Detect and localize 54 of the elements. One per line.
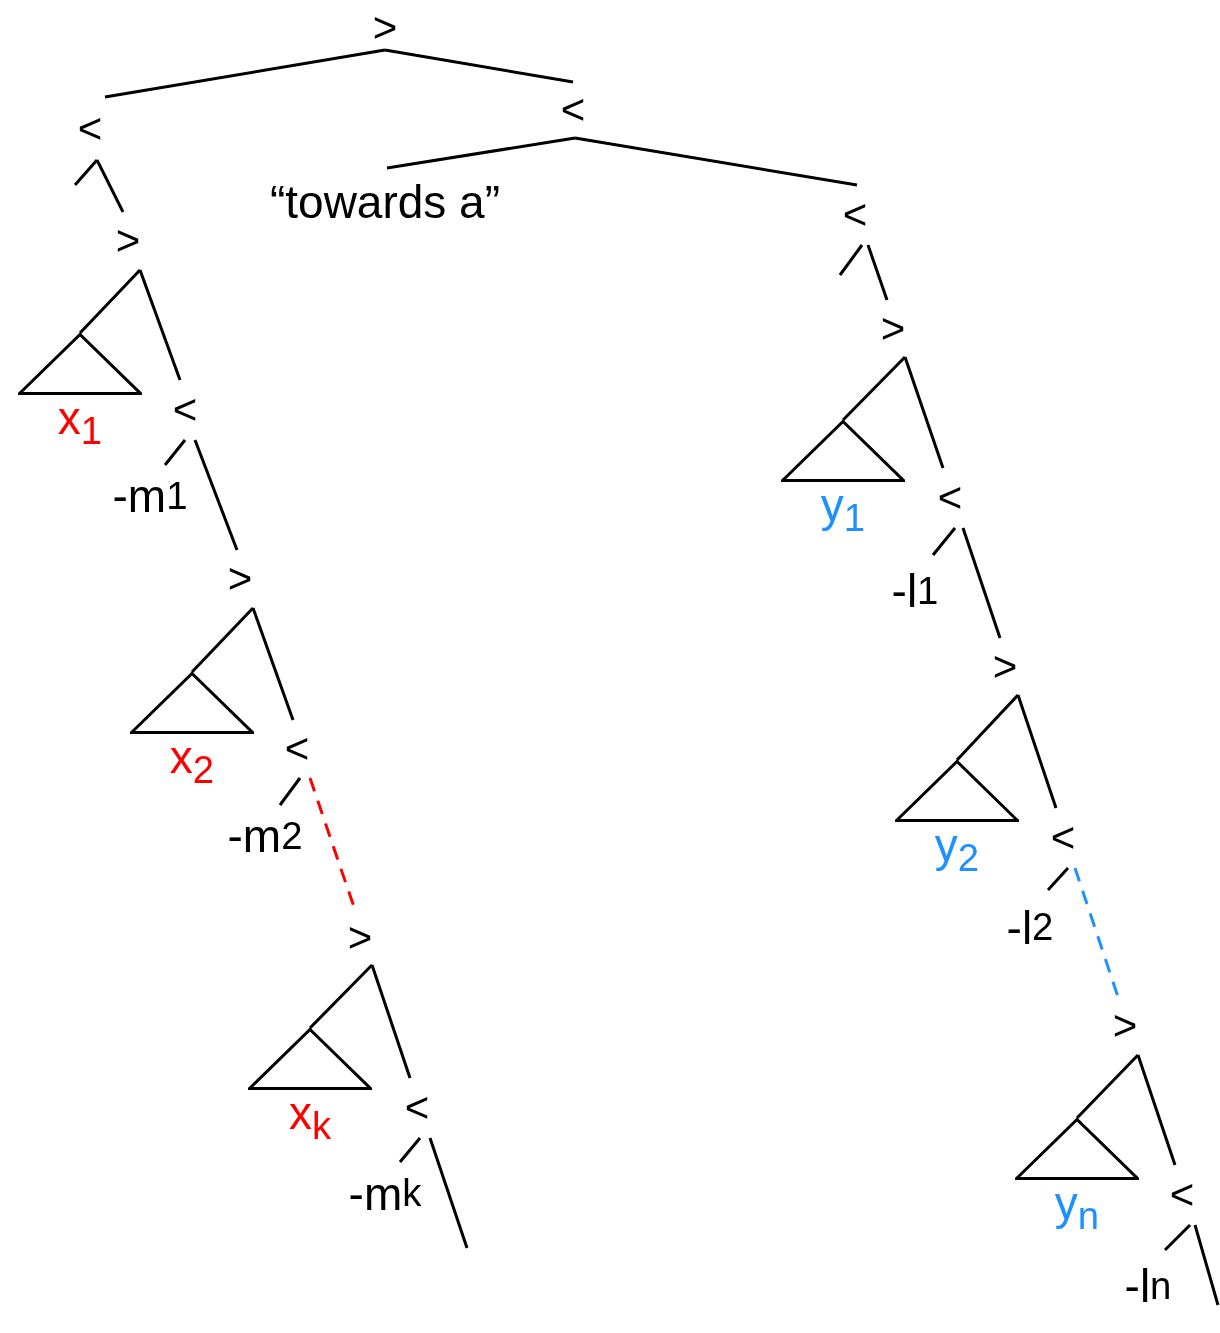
branch-line <box>398 1137 422 1163</box>
branch-line <box>384 48 574 84</box>
branch-line <box>1046 867 1070 891</box>
branch-line <box>1136 1054 1177 1166</box>
dashed-branch-line <box>1073 867 1120 998</box>
subtree-label: y$_{2}$ <box>933 822 981 878</box>
branch-line <box>838 244 864 276</box>
branch-line <box>1016 694 1058 809</box>
node-symbol: > <box>106 212 150 270</box>
node-symbol: < <box>275 720 319 778</box>
node-label: “towards a” <box>230 168 540 235</box>
branch-line <box>308 963 374 1030</box>
node-symbol: < <box>163 380 207 440</box>
node-symbol: < <box>928 468 972 528</box>
branch-line <box>1193 1224 1220 1306</box>
branch-line <box>278 777 302 806</box>
branch-line <box>370 964 412 1079</box>
branch-line <box>190 606 255 674</box>
branch-line <box>251 607 295 721</box>
branch-line <box>163 439 187 466</box>
subtree-label: x$_{2}$ <box>168 734 216 790</box>
branch-line <box>73 159 99 186</box>
node-symbol: > <box>1103 997 1147 1055</box>
branch-line <box>193 439 239 551</box>
node-symbol: < <box>1162 1165 1202 1225</box>
branch-line <box>841 355 907 422</box>
branch-line <box>386 136 576 170</box>
branch-line <box>1075 1053 1140 1120</box>
branch-line <box>95 159 125 213</box>
branch-line <box>1163 1223 1192 1252</box>
branch-line <box>903 356 945 469</box>
node-symbol: < <box>395 1078 439 1138</box>
branch-line <box>428 1137 469 1249</box>
node-symbol: > <box>218 550 262 608</box>
node-symbol: > <box>871 300 915 357</box>
branch-line <box>961 527 1002 639</box>
branch-line <box>955 693 1020 762</box>
node-symbol: > <box>363 5 407 50</box>
branch-line <box>138 269 182 381</box>
node-symbol: > <box>338 910 382 965</box>
node-symbol: < <box>68 97 112 160</box>
node-symbol: < <box>1041 808 1085 868</box>
branch-line <box>104 48 386 99</box>
node-symbol: < <box>833 185 877 245</box>
branch-line <box>931 527 957 556</box>
node-symbol: < <box>551 82 595 138</box>
branch-line <box>574 136 858 187</box>
subtree-label: y$_{1}$ <box>819 482 867 538</box>
branch-line <box>78 268 142 335</box>
subtree-label: x$_{1}$ <box>56 395 104 451</box>
node-symbol: > <box>983 638 1027 695</box>
subtree-label: x$_{k}$ <box>287 1090 333 1146</box>
branch-line <box>866 244 889 301</box>
subtree-label: y$_{n}$ <box>1053 1180 1101 1236</box>
